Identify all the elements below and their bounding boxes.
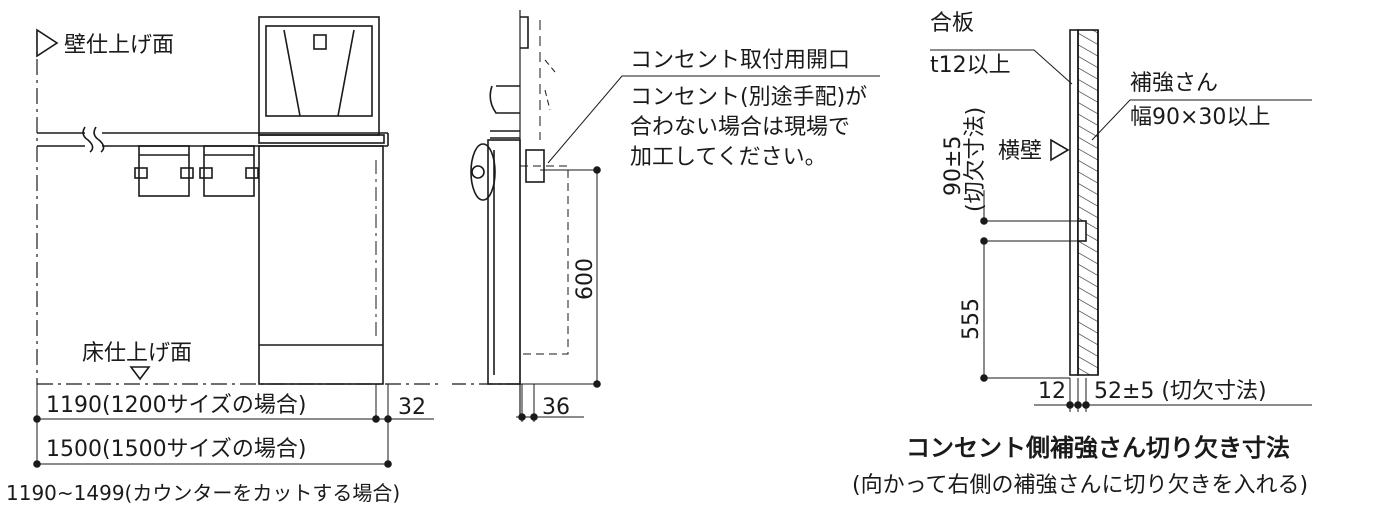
plywood-thickness-label: t12以上 xyxy=(930,53,1011,78)
outlet-note-line-1: コンセント(別途手配)が xyxy=(630,85,867,110)
floor-finish-marker-icon xyxy=(129,366,151,381)
counter-break-icon xyxy=(82,126,105,153)
side-wall-label: 横壁 xyxy=(998,139,1042,164)
outlet-leader-line xyxy=(547,75,880,164)
dim-12-label: 12 xyxy=(1038,379,1066,404)
outlet-note-line-2: 合わない場合は現場で xyxy=(630,115,850,140)
caption-title: コンセント側補強さん切り欠き寸法 xyxy=(906,434,1290,462)
dim-1500-label: 1500(1500サイズの場合) xyxy=(46,437,306,462)
reinforcement-detail xyxy=(930,29,1312,412)
wall-finish-label: 壁仕上げ面 xyxy=(64,33,174,58)
reinforcement-section xyxy=(1077,29,1099,376)
dim-600-label: 600 xyxy=(573,258,598,300)
dim-52-label: 52±5 (切欠寸法) xyxy=(1094,379,1267,404)
side-wall-marker-icon xyxy=(1050,138,1070,162)
outlet-opening-area xyxy=(519,165,569,355)
dim-cut-label: 1190~1499(カウンターをカットする場合) xyxy=(6,481,400,505)
counter xyxy=(37,132,388,147)
side-view xyxy=(452,10,880,422)
drawer-right xyxy=(199,145,259,197)
front-view xyxy=(33,16,440,468)
outlet-note-line-3: 加工してください。 xyxy=(630,145,827,170)
dim-555-label: 555 xyxy=(959,298,984,340)
drawer-left xyxy=(134,145,194,197)
plywood-label: 合板 xyxy=(930,11,974,36)
dim-32-label: 32 xyxy=(398,395,426,420)
dim-36-label: 36 xyxy=(542,395,570,420)
dim-90-label: 90±5 xyxy=(941,136,966,196)
notch xyxy=(1077,220,1087,242)
basin-unit xyxy=(258,16,385,144)
reinforcement-label: 補強さん xyxy=(1130,71,1218,96)
caption-subtitle: (向かって右側の補強さんに切り欠きを入れる) xyxy=(852,473,1308,498)
dim-90-note: (切欠寸法) xyxy=(963,107,988,212)
wall-finish-marker-icon xyxy=(36,28,59,58)
outlet-opening-label: コンセント取付用開口 xyxy=(630,48,850,73)
plywood-section xyxy=(1069,29,1079,376)
text-labels: 壁仕上げ面 床仕上げ面 1190(1200サイズの場合) 1500(1500サイ… xyxy=(6,11,1308,505)
floor-finish-label: 床仕上げ面 xyxy=(82,341,192,366)
dim-1190-label: 1190(1200サイズの場合) xyxy=(46,393,306,418)
cabinet xyxy=(258,145,384,385)
reinforcement-size-label: 幅90×30以上 xyxy=(1130,105,1270,130)
